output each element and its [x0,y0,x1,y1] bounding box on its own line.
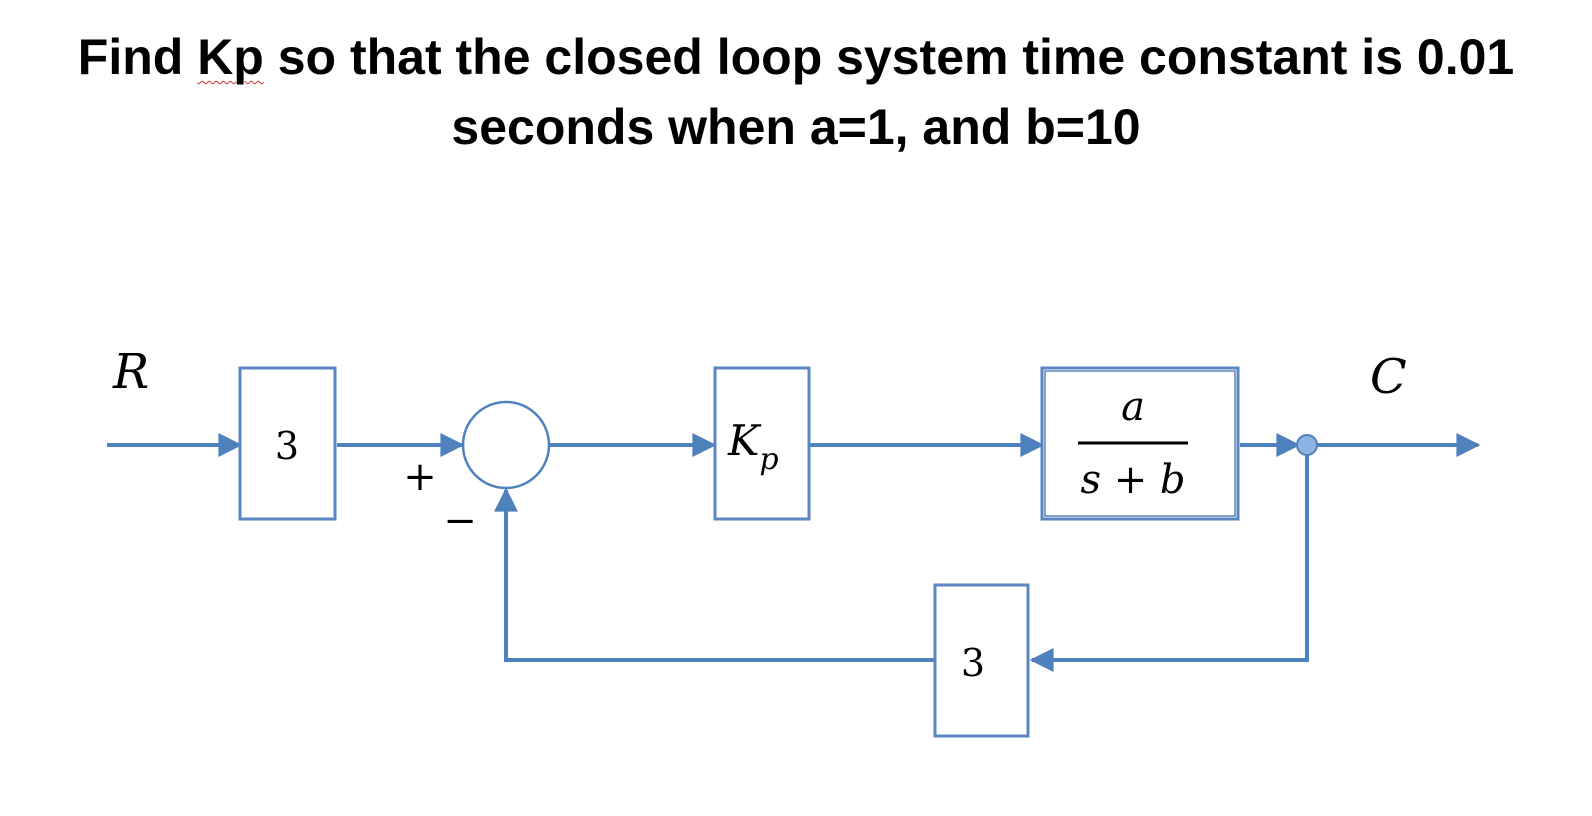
title-kp-spellcheck: Kp [197,29,264,85]
output-label-c: C [1370,349,1407,405]
plant-numerator: a [1121,384,1145,430]
sum-plus-sign: + [403,454,437,500]
controller-k: K [727,416,762,465]
feedback-block [933,583,1030,738]
title-prefix: Find [77,29,198,85]
summing-junction [461,400,551,490]
feedback-to-block-arrow [1029,445,1309,672]
problem-statement: Find Kp so that the closed loop system t… [0,22,1592,162]
controller-block [713,366,811,521]
pickoff-point [1296,434,1318,456]
controller-subscript: p [759,442,778,477]
title-line-1-rest: so that the closed loop system time cons… [263,29,1515,85]
prefilter-block [238,366,337,521]
title-line-1: Find Kp so that the closed loop system t… [0,22,1592,92]
prefilter-gain-text: 3 [275,424,299,468]
plant-denominator: s + b [1080,457,1185,503]
feedback-to-sum-arrow [494,487,935,662]
sum-minus-sign: − [443,498,477,544]
feedback-gain-text: 3 [961,641,985,685]
input-label-r: R [112,344,149,400]
title-line-2: seconds when a=1, and b=10 [451,99,1141,155]
controller-label: Kp [727,416,779,477]
